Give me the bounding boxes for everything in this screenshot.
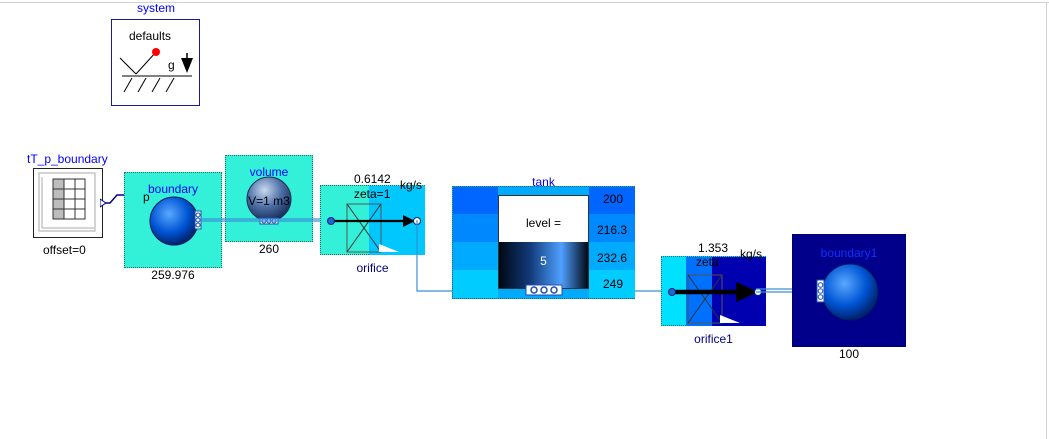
- orifice1-zeta: zeta: [696, 255, 719, 269]
- tank-cell-value-1: 216.3: [597, 223, 628, 237]
- orifice-block[interactable]: [320, 185, 425, 255]
- system-defaults-label: defaults: [129, 29, 172, 43]
- orifice-zeta: zeta=1: [354, 187, 391, 201]
- boundary1-value: 100: [838, 347, 860, 361]
- volume-inner-label: V=1 m3: [248, 194, 290, 208]
- volume-value: 260: [258, 242, 280, 256]
- boundary-value: 259.976: [151, 268, 195, 282]
- orifice1-flow-value: 1.353: [698, 241, 729, 255]
- tank-fluid: [499, 242, 588, 288]
- canvas-border-right: [1046, 2, 1047, 439]
- system-g-label: g: [168, 58, 175, 72]
- volume-block[interactable]: volume V=1 m3: [225, 155, 313, 242]
- orifice1-valve-icon: [668, 274, 762, 324]
- tank-cell-2: [589, 242, 635, 270]
- tank-left-band: [453, 187, 498, 298]
- tank-cell-1: [589, 214, 635, 242]
- tank-cell-0: [589, 187, 635, 214]
- volume-title: volume: [249, 165, 289, 179]
- table-icon: [38, 172, 96, 232]
- system-title: system: [136, 1, 175, 15]
- tank-vessel: level = 5: [498, 195, 589, 289]
- orifice-flow-unit: kg/s: [400, 178, 423, 192]
- source-block[interactable]: [33, 168, 103, 238]
- orifice-title: orifice: [356, 261, 389, 275]
- system-block[interactable]: defaults g: [111, 19, 200, 106]
- boundary1-block[interactable]: boundary1: [792, 234, 906, 347]
- orifice-valve-icon: [327, 203, 421, 253]
- orifice-flow-value: 0.6142: [354, 172, 391, 186]
- tank-block[interactable]: 200 216.3 232.6 249 level = 5: [452, 186, 635, 299]
- boundary-title: boundary: [147, 182, 199, 196]
- tank-port-icon: [525, 284, 563, 296]
- tank-level-value: 5: [540, 254, 547, 268]
- boundary1-title: boundary1: [820, 246, 878, 260]
- gravity-symbol-icon: [119, 48, 193, 93]
- orifice1-title: orifice1: [694, 332, 733, 346]
- fluid-connection-1[interactable]: [200, 215, 335, 225]
- orifice1-flow-unit: kg/s: [740, 247, 763, 261]
- tank-level-label: level =: [525, 216, 562, 230]
- boundary1-sphere-icon: [816, 263, 879, 321]
- tank-cell-value-3: 249: [603, 277, 624, 291]
- canvas-border: [0, 2, 1049, 3]
- boundary-block[interactable]: boundary p: [124, 172, 222, 268]
- tank-title: tank: [532, 175, 555, 189]
- boundary-sphere-icon: [149, 196, 202, 246]
- tank-cell-value-2: 232.6: [597, 251, 628, 265]
- source-title: tT_p_boundary: [27, 152, 108, 166]
- tank-cell-3: [589, 270, 635, 298]
- tank-cell-value-0: 200: [603, 192, 624, 206]
- boundary-port-label: p: [143, 190, 150, 204]
- source-offset-param: offset=0: [43, 243, 86, 257]
- orifice1-block[interactable]: [661, 256, 766, 326]
